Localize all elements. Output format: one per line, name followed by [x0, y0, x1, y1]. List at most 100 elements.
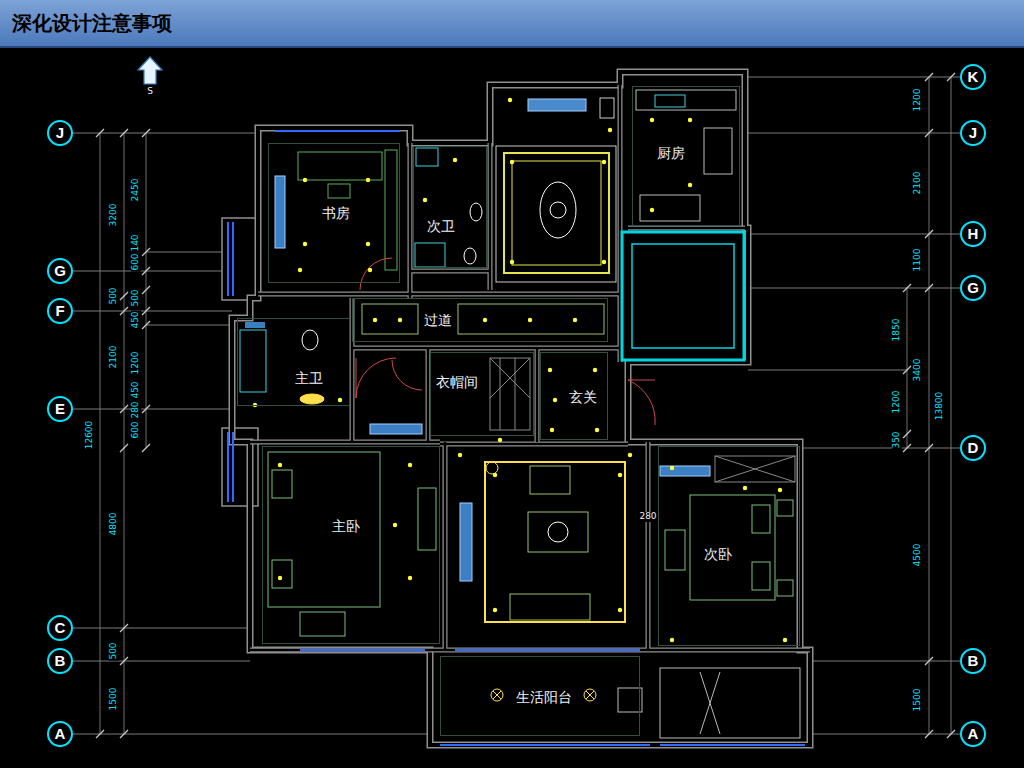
furniture	[470, 203, 482, 221]
dimension-value: 2100	[913, 171, 923, 196]
furniture	[618, 688, 642, 712]
furniture	[622, 232, 744, 360]
dimension-value: 4800	[109, 512, 119, 537]
furniture	[385, 150, 397, 270]
ceiling-light	[303, 178, 307, 182]
grid-line	[745, 77, 960, 78]
furniture	[490, 358, 530, 398]
ceiling-light	[483, 318, 487, 322]
dimension-tick	[96, 129, 104, 137]
furniture	[460, 503, 472, 581]
axis-bubble: B	[960, 648, 986, 674]
axis-letter: J	[969, 125, 977, 142]
ceiling-light	[688, 183, 692, 187]
room-area: 书房	[268, 143, 400, 283]
dimension-value: 280	[131, 400, 141, 419]
axis-bubble: K	[960, 64, 986, 90]
furniture	[777, 500, 793, 516]
dimension-tick	[925, 730, 933, 738]
room-name: 次卧	[702, 546, 734, 563]
dimension-tick	[142, 267, 150, 275]
axis-letter: F	[55, 303, 64, 320]
furniture	[300, 612, 345, 636]
furniture	[486, 462, 498, 474]
furniture	[370, 424, 422, 434]
window-bay	[222, 218, 258, 300]
ceiling-light	[408, 576, 412, 580]
axis-letter: E	[55, 401, 65, 418]
window	[227, 432, 229, 502]
dimension-tick	[925, 73, 933, 81]
furniture	[272, 560, 292, 588]
ceiling-light	[423, 198, 427, 202]
furniture	[458, 304, 604, 334]
ceiling-light	[550, 428, 554, 432]
furniture	[752, 505, 770, 533]
furniture	[240, 90, 800, 738]
furniture	[415, 243, 445, 267]
dimension-tick	[96, 73, 955, 738]
furniture	[464, 248, 476, 264]
dimension-value: 1850	[892, 318, 902, 343]
grid-line	[146, 252, 222, 253]
ceiling-light	[548, 368, 552, 372]
ceiling-light	[688, 118, 692, 122]
dimension-tick	[142, 405, 150, 413]
furniture	[660, 466, 710, 476]
wall	[232, 72, 810, 745]
room-area: 生活阳台	[440, 656, 640, 736]
grid-line	[810, 661, 960, 662]
grid-line	[73, 77, 960, 734]
ceiling-light	[670, 638, 674, 642]
room-area: 厨房	[632, 86, 740, 226]
dimension-tick	[947, 73, 955, 81]
dimension-value: 140	[131, 233, 141, 252]
grid-line	[73, 311, 232, 312]
axis-letter: A	[968, 726, 979, 743]
dimension-value: 1500	[109, 687, 119, 712]
dimension-line	[100, 77, 951, 734]
furniture	[752, 562, 770, 590]
room-name: 过道	[422, 312, 454, 329]
ceiling-light	[602, 260, 606, 264]
header-bar	[0, 0, 1024, 47]
furniture	[268, 452, 380, 607]
ceiling-light	[553, 398, 557, 402]
furniture	[275, 176, 285, 248]
furniture	[245, 322, 265, 328]
dimension-tick	[142, 321, 150, 329]
ceiling-light	[593, 368, 597, 372]
furniture	[356, 358, 357, 398]
axis-bubble: J	[47, 120, 73, 146]
dimension-value: 13800	[935, 391, 945, 422]
ceiling-light	[528, 318, 532, 322]
dimension-tick	[96, 730, 104, 738]
window	[232, 222, 234, 296]
furniture	[512, 161, 601, 265]
furniture	[490, 358, 530, 398]
dimension-tick	[120, 129, 128, 137]
furniture	[240, 330, 266, 392]
room-name: 主卧	[330, 518, 362, 535]
axis-letter: G	[54, 263, 66, 280]
dimension-tick	[120, 292, 128, 300]
room-area: 衣帽间	[430, 352, 534, 436]
axis-letter: J	[56, 125, 64, 142]
grid-line	[146, 325, 232, 326]
furniture	[715, 456, 795, 482]
dimension-tick	[142, 286, 150, 294]
furniture	[540, 182, 576, 238]
ceiling-light	[338, 398, 342, 402]
ceiling-light	[508, 98, 512, 102]
dimension-tick	[142, 307, 150, 315]
dimension-value: 1200	[913, 88, 923, 113]
room-name: 玄关	[567, 389, 599, 406]
furniture	[640, 195, 700, 221]
furniture	[416, 148, 438, 166]
furniture	[660, 668, 800, 738]
dimension-value: 1100	[913, 248, 923, 273]
axis-bubble: F	[47, 298, 73, 324]
ceiling-light	[650, 118, 654, 122]
furniture	[356, 358, 396, 398]
